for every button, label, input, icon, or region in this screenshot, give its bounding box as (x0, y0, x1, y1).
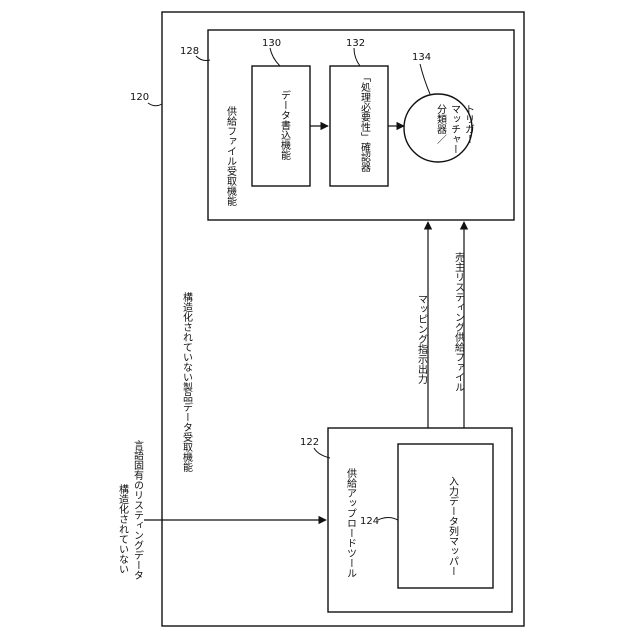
system-ref-number: 120 (130, 92, 149, 103)
mapping-output-label: マッピング指示出力 (416, 294, 428, 385)
classifier-ref-number: 134 (412, 52, 431, 63)
classifier-label-line3: トリガー (463, 104, 474, 144)
classifier-label-line2: マッチャー (449, 104, 460, 154)
upload-tool-label: 供給アップロードツール (345, 467, 357, 578)
mapper-ref-number: 124 (360, 516, 379, 527)
data-write-ref-number: 130 (262, 38, 281, 49)
checker-ref-number: 132 (346, 38, 365, 49)
feed-receiver-label: 供給ファイル受取機能 (225, 105, 237, 207)
system-label: 構造化されていない製品データ受取機能 (181, 291, 193, 473)
input-label-line2: 言語固有のリスティングデータ (132, 439, 144, 580)
mapper-box (398, 444, 493, 588)
mapper-label: 入力データ列マッパー (447, 476, 459, 576)
feed-receiver-ref-number: 128 (180, 46, 199, 57)
input-label-line1: 構造化されていない (117, 483, 129, 574)
listing-feed-label: 売主リスティング供給ファイル (453, 251, 465, 392)
upload-tool-ref-number: 122 (300, 437, 319, 448)
system-ref-leader (148, 103, 162, 106)
classifier-label-line1: 分類器／ (435, 104, 447, 144)
checker-label: 「処理必要性」確認器 (359, 72, 371, 173)
data-write-label: データ書込機能 (279, 89, 291, 161)
